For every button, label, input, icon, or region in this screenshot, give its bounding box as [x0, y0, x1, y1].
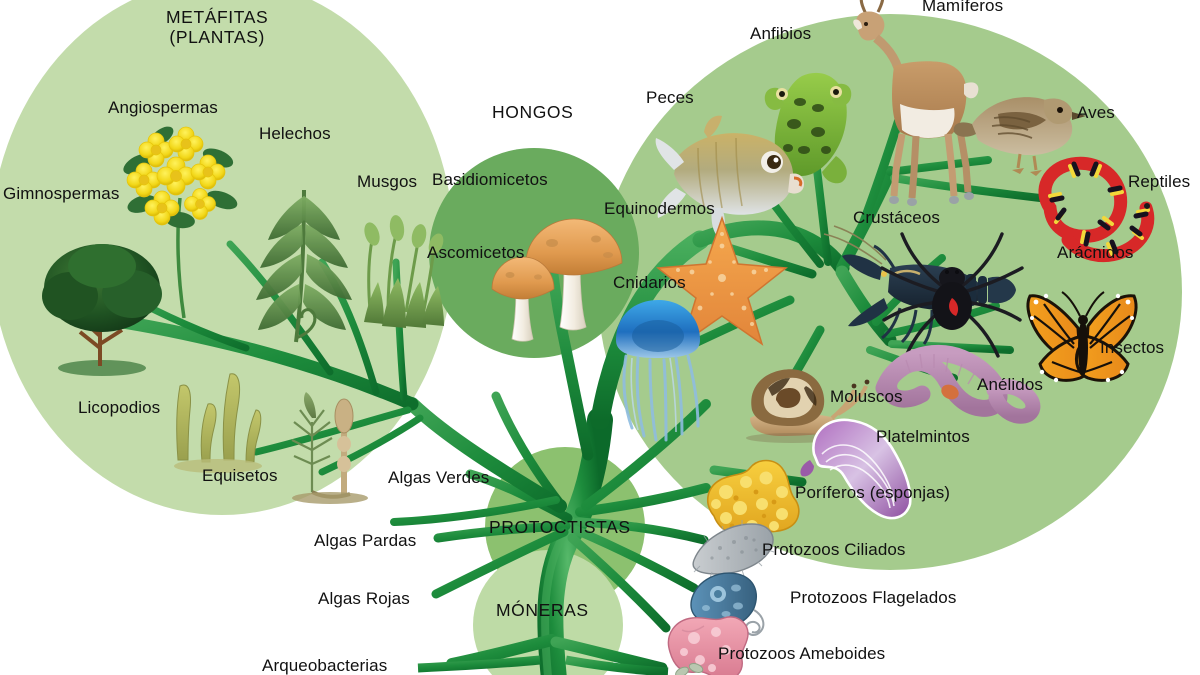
organism-fern: [256, 189, 352, 343]
protoctist-branches: [431, 391, 711, 633]
label-anfibios: Anfibios: [750, 24, 812, 43]
label-mamiferos: Mamíferos: [922, 0, 1004, 15]
organism-moss: [364, 215, 444, 328]
organism-yellow-flowers: [123, 126, 238, 319]
moneras-lower-branches: [417, 655, 669, 675]
label-arqueobacterias: Arqueobacterias: [262, 656, 388, 675]
label-aves: Aves: [1077, 103, 1115, 122]
label-moluscos: Moluscos: [830, 387, 903, 406]
branch-licopodios: [252, 406, 412, 456]
label-aracnidos: Arácnidos: [1057, 243, 1134, 262]
kingdom-metafitas-name: METÁFITAS: [166, 7, 269, 27]
kingdom-label-protoctistas: PROTOCTISTAS: [489, 517, 631, 537]
mushroom-large: [525, 218, 623, 331]
branch-proto-flagelados: [571, 525, 699, 593]
label-peces: Peces: [646, 88, 694, 107]
organism-snail: [746, 369, 870, 443]
organism-jellyfish: [616, 300, 700, 442]
kingdom-label-hongos: HONGOS: [492, 102, 574, 122]
branch-algas-pardas: [433, 521, 571, 543]
label-algas-pardas: Algas Pardas: [314, 531, 417, 550]
label-equinodermos: Equinodermos: [604, 199, 715, 218]
organism-clubmoss: [174, 373, 262, 473]
circle-metafitas: [0, 0, 454, 515]
label-ascomicetos: Ascomicetos: [427, 243, 525, 262]
trunk-main-highlight: [541, 516, 575, 675]
label-angiospermas: Angiospermas: [108, 98, 218, 117]
label-crustaceos: Crustáceos: [853, 208, 940, 227]
branch-equisetos: [318, 414, 424, 476]
branch-plant-lower: [390, 496, 560, 526]
label-gimnospermas: Gimnospermas: [3, 184, 120, 203]
label-protozoos-ameboides: Protozoos Ameboides: [718, 644, 886, 663]
organism-fish: [655, 115, 804, 240]
label-algas-rojas: Algas Rojas: [318, 589, 410, 608]
label-cnidarios: Cnidarios: [613, 273, 686, 292]
label-licopodios: Licopodios: [78, 398, 161, 417]
branch-to-plants: [405, 397, 567, 513]
branch-arqueobacterias: [417, 655, 541, 673]
kingdom-label-moneras: MÓNERAS: [496, 600, 589, 620]
kingdom-label-metafitas: METÁFITAS (PLANTAS): [166, 7, 269, 47]
label-musgos: Musgos: [357, 172, 418, 191]
label-basidiomicetos: Basidiomicetos: [432, 170, 548, 189]
mushroom-small: [491, 256, 555, 342]
organism-starfish: [656, 215, 788, 346]
organism-mushroom: [491, 218, 623, 342]
label-helechos: Helechos: [259, 124, 331, 143]
label-insectos: Insectos: [1100, 338, 1165, 357]
root-right: [550, 636, 668, 674]
organism-flatworm: [800, 418, 912, 520]
branch-algas-rojas: [431, 527, 569, 599]
organism-bacteria-cluster: [675, 663, 704, 675]
organism-conifer-tree: [42, 244, 162, 376]
branch-poriferos: [575, 483, 711, 517]
organism-frog: [764, 72, 852, 184]
organism-paramecium: [692, 520, 775, 580]
branch-proto-ameboides: [567, 533, 671, 633]
label-anelidos: Anélidos: [977, 375, 1044, 394]
label-protozoos-ciliados: Protozoos Ciliados: [762, 540, 906, 559]
organism-horsetail: [291, 392, 368, 504]
label-reptiles: Reptiles: [1128, 172, 1191, 191]
organism-spider: [880, 232, 1024, 358]
branch-up-right: [581, 399, 711, 511]
branch-proto-ciliados: [573, 517, 709, 545]
label-platelmintos: Platelmintos: [876, 427, 970, 446]
organism-sparrow: [953, 97, 1086, 176]
organism-coral-snake: [1038, 156, 1155, 262]
branch-eubacterias: [565, 655, 669, 675]
label-protozoos-flagelados: Protozoos Flagelados: [790, 588, 957, 607]
label-algas-verdes: Algas Verdes: [388, 468, 490, 487]
branch-musgos: [392, 258, 408, 402]
organism-pronghorn: [853, 0, 979, 206]
label-poriferos: Poríferos (esponjas): [795, 483, 951, 502]
kingdom-metafitas-subtitle: (PLANTAS): [169, 26, 265, 47]
organism-monarch-butterfly: [1026, 291, 1138, 383]
label-equisetos: Equisetos: [202, 466, 278, 485]
organism-earthworm: [875, 344, 1041, 424]
